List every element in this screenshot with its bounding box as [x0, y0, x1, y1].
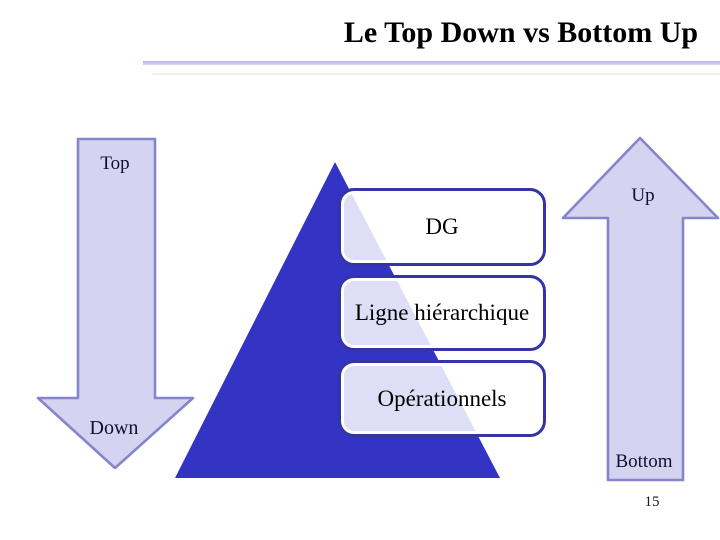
pyramid-level-label: Opérationnels	[377, 385, 507, 411]
up-arrow-start-label: Up	[631, 185, 655, 206]
down-arrow-shape	[36, 137, 195, 470]
pyramid-level-label: Ligne hiérarchique	[354, 300, 530, 325]
title-divider-line	[143, 61, 720, 65]
up-arrow-end-label: Bottom	[615, 451, 673, 472]
pyramid-level-box-operationnels: Opérationnels	[338, 360, 546, 437]
pyramid-level-box-dg: DG	[338, 188, 546, 266]
down-arrow-end-label: Down	[89, 417, 139, 439]
title-divider-shadow	[152, 73, 720, 75]
slide-page-number: 15	[644, 494, 660, 510]
up-arrow-shape	[561, 136, 720, 482]
pyramid-level-label: DG	[425, 214, 459, 239]
slide-title: Le Top Down vs Bottom Up	[343, 16, 699, 49]
pyramid-level-box-ligne-hierarchique: Ligne hiérarchique	[338, 275, 546, 351]
down-arrow-start-label: Top	[100, 153, 130, 174]
